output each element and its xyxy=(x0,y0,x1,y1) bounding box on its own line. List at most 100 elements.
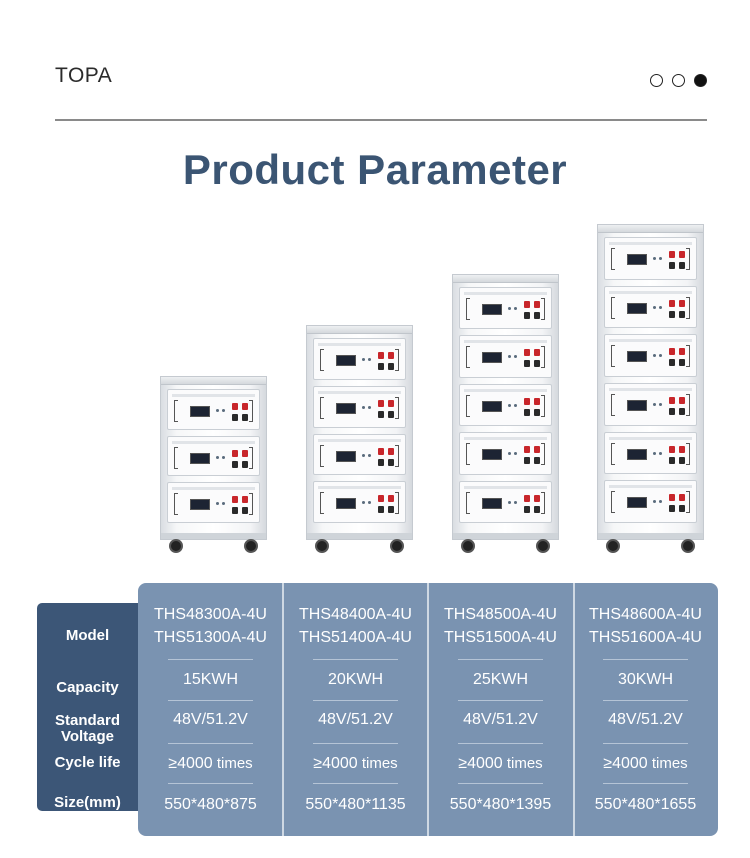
lcd-display-icon xyxy=(190,499,210,511)
cell-capacity: 25KWH xyxy=(472,671,529,688)
caster-wheel-icon xyxy=(606,539,620,553)
brand-logo-text: TOPA xyxy=(55,64,113,87)
cell-cycle-value: ≥4000 xyxy=(168,755,213,772)
table-label-column: Model Capacity Standard Voltage Cycle li… xyxy=(37,603,138,811)
pager-dot-2[interactable] xyxy=(672,74,685,87)
row-divider xyxy=(313,783,398,784)
lcd-display-icon xyxy=(336,355,356,366)
row-divider xyxy=(168,659,253,660)
battery-module xyxy=(167,435,260,477)
battery-module xyxy=(167,482,260,523)
lcd-display-icon xyxy=(482,497,502,509)
label-standard-voltage-2: Voltage xyxy=(60,728,115,745)
column-divider xyxy=(282,583,284,836)
pager-dot-3[interactable] xyxy=(694,74,707,87)
rack-top-cover xyxy=(598,225,703,233)
lcd-display-icon xyxy=(482,352,502,364)
cell-cycle-life: ≥4000 times xyxy=(138,752,283,776)
pager-dot-1[interactable] xyxy=(650,74,663,87)
rack-top-cover xyxy=(161,377,266,385)
lcd-display-icon xyxy=(627,302,647,314)
cell-model-line-1: THS48600A-4U xyxy=(589,606,702,623)
lcd-display-icon xyxy=(627,497,647,509)
header-divider xyxy=(55,119,707,121)
battery-module xyxy=(313,433,406,476)
cell-cycle-unit: times xyxy=(647,755,688,772)
column-divider xyxy=(573,583,575,836)
row-divider xyxy=(313,700,398,701)
battery-module xyxy=(459,335,552,378)
label-size: Size(mm) xyxy=(54,794,121,811)
cell-voltage: 48V/51.2V xyxy=(173,711,248,728)
lcd-display-icon xyxy=(627,351,647,363)
battery-module xyxy=(459,287,552,330)
row-divider xyxy=(313,743,398,744)
cell-voltage: 48V/51.2V xyxy=(608,711,683,728)
battery-module xyxy=(313,338,406,380)
rack-top-cover xyxy=(307,326,412,334)
cell-cycle-value: ≥4000 xyxy=(458,755,503,772)
cell-cycle-unit: times xyxy=(502,755,543,772)
lcd-display-icon xyxy=(482,304,502,315)
carousel-pager xyxy=(650,74,707,87)
battery-module xyxy=(604,431,697,475)
cell-size: 550*480*1395 xyxy=(449,796,552,813)
row-divider xyxy=(458,743,543,744)
rack-base xyxy=(453,533,558,539)
column-divider xyxy=(427,583,429,836)
cell-voltage: 48V/51.2V xyxy=(318,711,393,728)
label-cycle-life: Cycle life xyxy=(54,754,121,771)
battery-module xyxy=(604,237,697,280)
row-divider xyxy=(603,700,688,701)
cell-model: THS48600A-4U THS51600A-4U xyxy=(573,603,718,649)
row-divider xyxy=(458,659,543,660)
row-divider xyxy=(603,783,688,784)
rack-base xyxy=(307,533,412,539)
battery-module xyxy=(313,481,406,523)
rack-top-cover xyxy=(453,275,558,283)
battery-module xyxy=(459,480,552,523)
cell-model-line-2: THS51300A-4U xyxy=(154,629,267,646)
battery-module xyxy=(604,480,697,523)
lcd-display-icon xyxy=(627,400,647,411)
lcd-display-icon xyxy=(190,452,210,464)
battery-module xyxy=(604,334,697,377)
parameter-table: Model Capacity Standard Voltage Cycle li… xyxy=(37,583,718,836)
battery-module xyxy=(604,285,697,329)
lcd-display-icon xyxy=(190,406,210,417)
cell-model-line-1: THS48400A-4U xyxy=(299,606,412,623)
lcd-display-icon xyxy=(482,449,502,461)
cell-size: 550*480*1135 xyxy=(305,796,406,813)
row-divider xyxy=(168,743,253,744)
caster-wheel-icon xyxy=(681,539,695,553)
cell-cycle-unit: times xyxy=(357,755,398,772)
row-divider xyxy=(458,783,543,784)
rack-base xyxy=(598,533,703,539)
rack-base xyxy=(161,533,266,539)
cell-cycle-value: ≥4000 xyxy=(313,755,358,772)
battery-module xyxy=(459,383,552,427)
lcd-display-icon xyxy=(627,448,647,460)
cell-model-line-2: THS51600A-4U xyxy=(589,629,702,646)
product-image-rack-1 xyxy=(160,376,267,553)
battery-module xyxy=(604,383,697,426)
caster-wheel-icon xyxy=(536,539,550,553)
label-model: Model xyxy=(65,627,110,644)
lcd-display-icon xyxy=(336,450,356,462)
cell-voltage: 48V/51.2V xyxy=(463,711,538,728)
cell-cycle-life: ≥4000 times xyxy=(573,752,718,776)
row-divider xyxy=(458,700,543,701)
cell-cycle-value: ≥4000 xyxy=(603,755,648,772)
cell-model-line-2: THS51500A-4U xyxy=(444,629,557,646)
table-data-area xyxy=(138,583,718,836)
row-divider xyxy=(603,743,688,744)
lcd-display-icon xyxy=(627,254,647,265)
lcd-display-icon xyxy=(482,400,502,412)
page-title: Product Parameter xyxy=(182,146,568,193)
lcd-display-icon xyxy=(336,498,356,510)
product-image-rack-2 xyxy=(306,325,413,553)
caster-wheel-icon xyxy=(315,539,329,553)
label-capacity: Capacity xyxy=(56,679,119,696)
product-image-rack-3 xyxy=(452,274,559,553)
product-image-rack-4 xyxy=(597,224,704,553)
